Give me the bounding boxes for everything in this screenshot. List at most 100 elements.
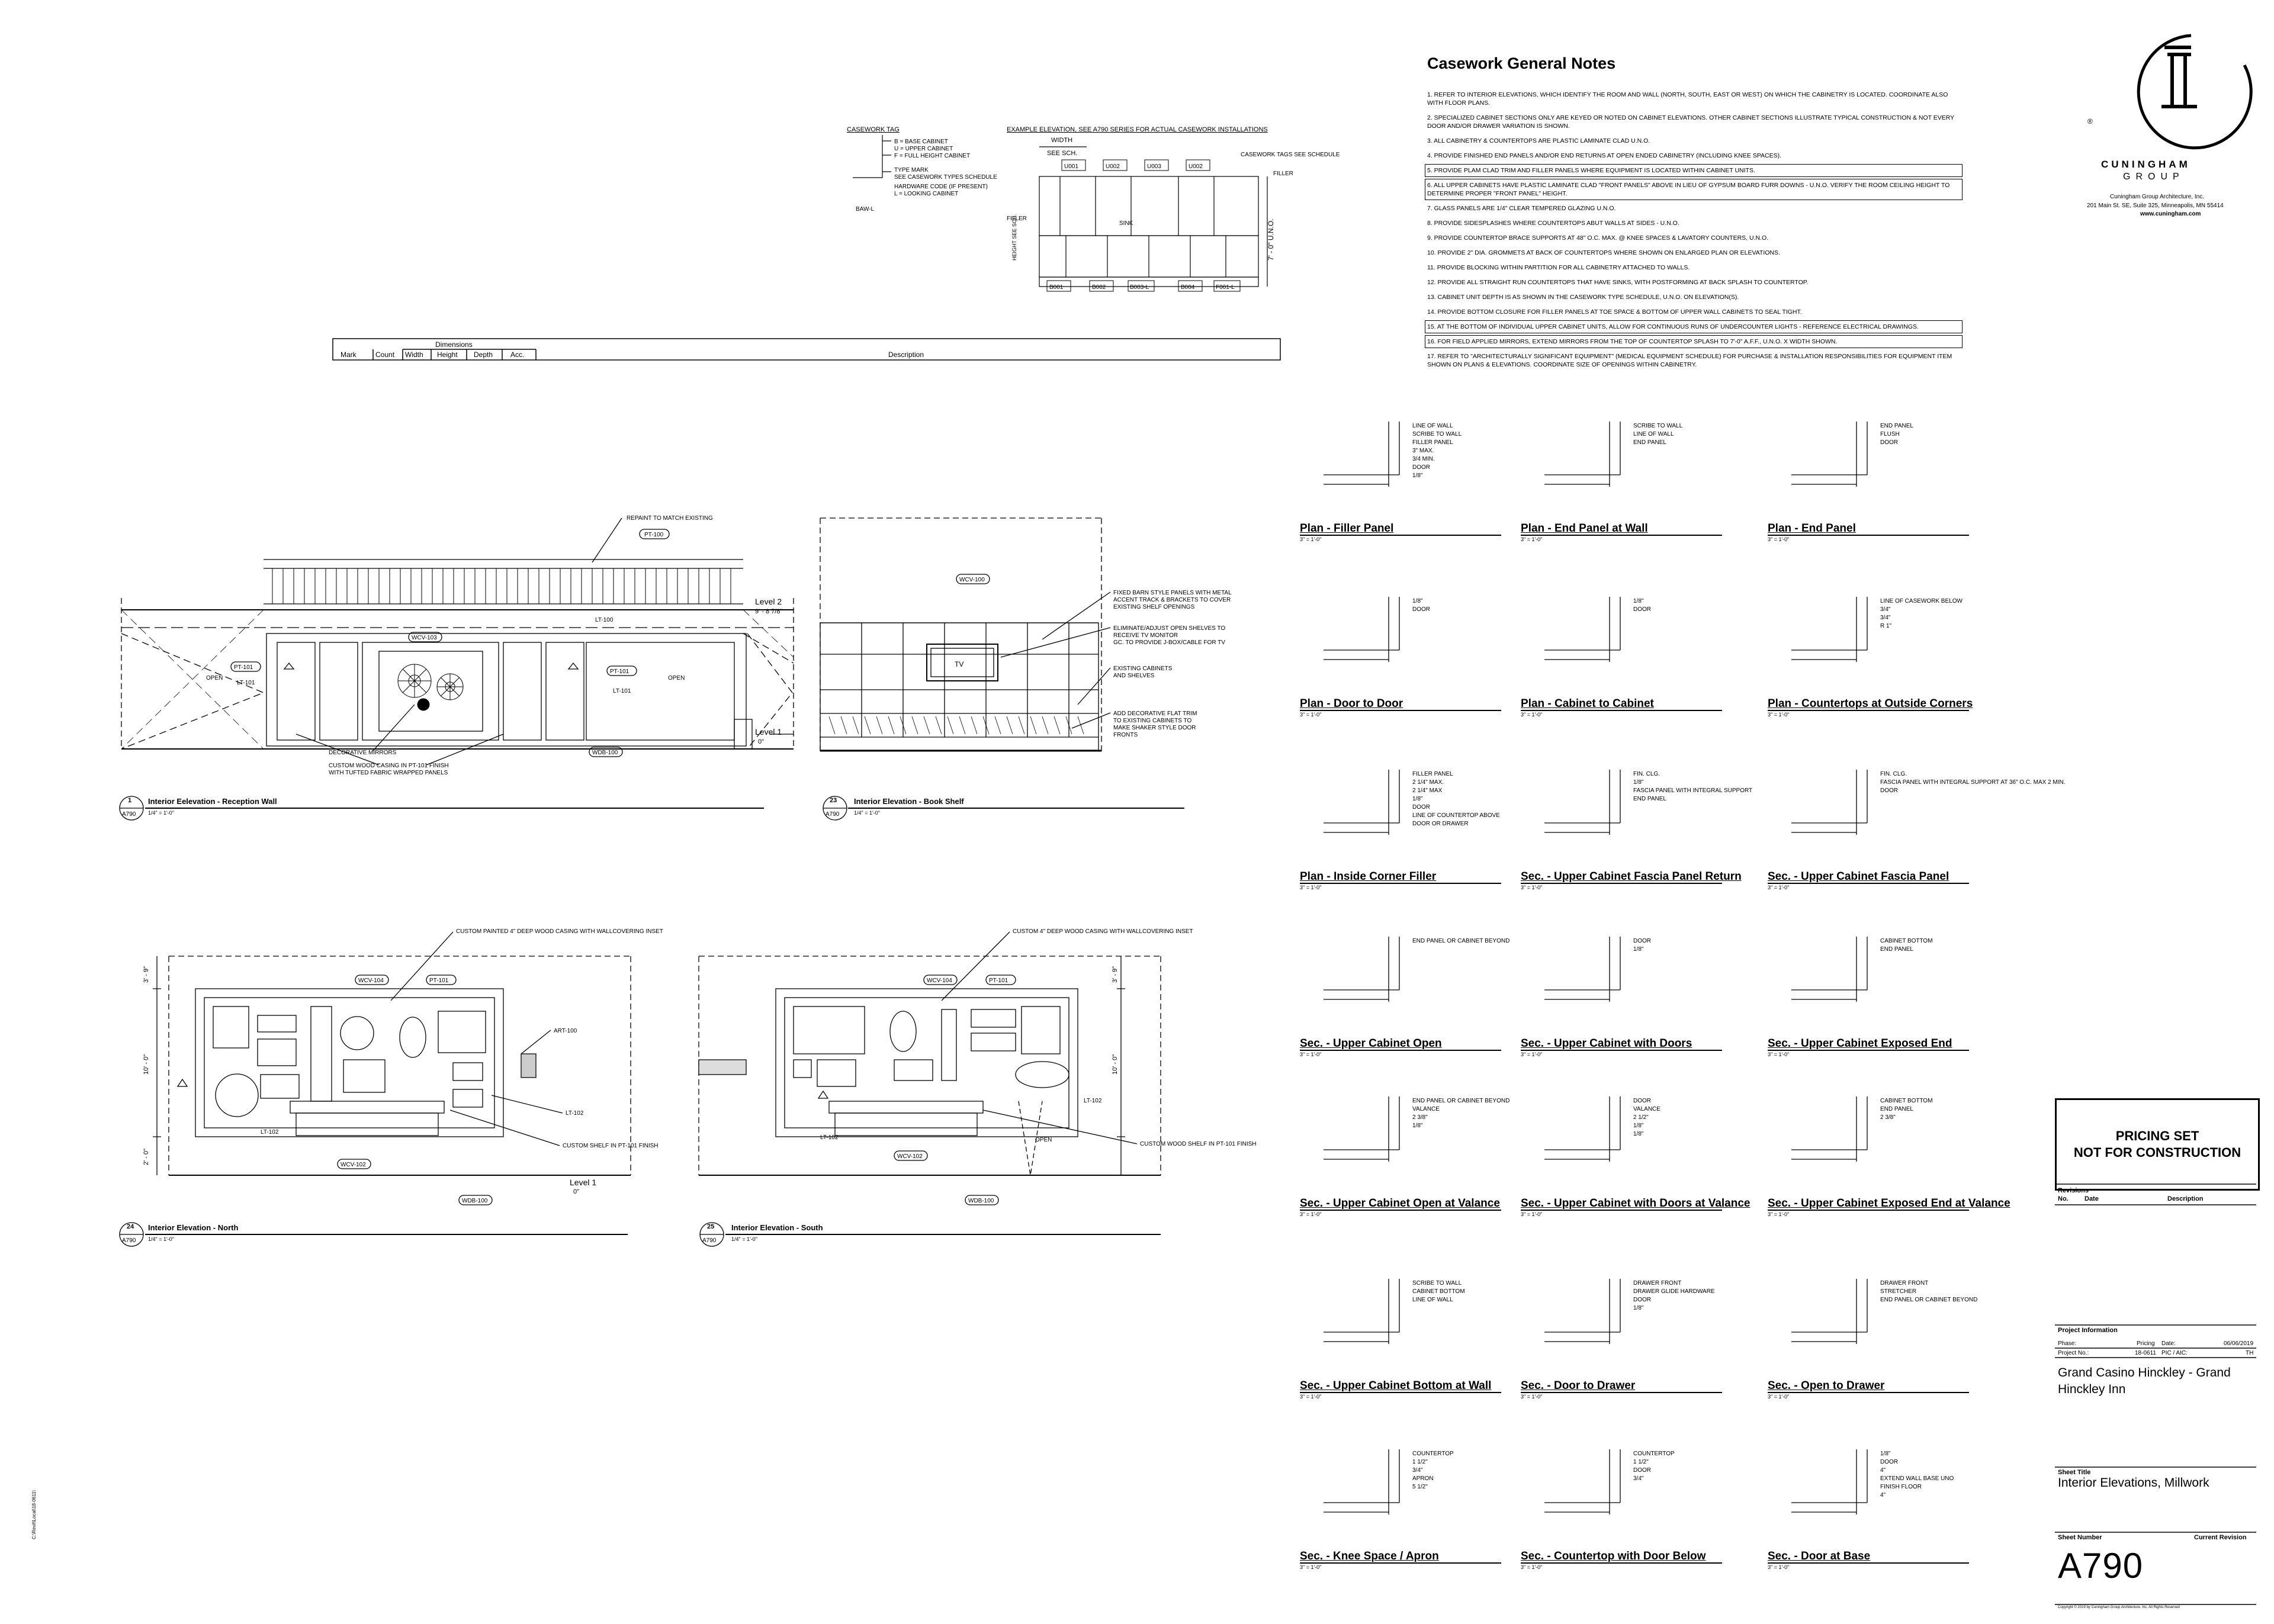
tags-note: CASEWORK TAGS SEE SCHEDULE [1241,152,1340,158]
svg-text:C:\Revit\Local\18-0611\: C:\Revit\Local\18-0611\ [31,1490,37,1539]
detail-label: R 1" [1880,623,1892,629]
custom-wood-shelf-label: CUSTOM WOOD SHELF IN PT-101 FINISH [1140,1141,1257,1147]
project-no-label: Project No.: [2058,1350,2089,1356]
see-sch-label: SEE SCH. [1047,150,1077,157]
sheet-title-label: Sheet Title [2058,1469,2091,1476]
north-note-top: CUSTOM PAINTED 4" DEEP WOOD CASING WITH … [456,928,663,935]
detail-label: STRETCHER [1880,1288,1916,1295]
elev-num: 24 [127,1223,134,1230]
north-level-value: 0" [573,1188,579,1195]
note-item: 15. AT THE BOTTOM OF INDIVIDUAL UPPER CA… [1425,320,1963,333]
detail-scale: 3" = 1'-0" [1768,1051,1790,1057]
note-item: 2. SPECIALIZED CABINET SECTIONS ONLY ARE… [1427,114,1954,130]
base-tag: B001 [1049,284,1064,291]
south-dim: 3' - 9" [1112,966,1119,983]
tag-pt-101: PT-101 [989,977,1008,984]
date-label: Date: [2161,1340,2176,1347]
railing-balusters [272,568,731,604]
pic-value: TH [2246,1350,2254,1356]
elev-sheet: A790 [702,1237,717,1244]
detail-linework [1544,770,1621,835]
detail-linework [1324,1096,1400,1162]
detail-label: END PANEL [1633,796,1666,802]
level-1-label: Level 1 [755,727,782,737]
phase-value: Pricing [2137,1340,2155,1347]
detail-title: Sec. - Open to Drawer [1768,1379,1885,1392]
schedule-header: Height [437,350,458,359]
detail-scale: 3" = 1'-0" [1768,536,1790,542]
detail-label: 3/4" [1880,606,1891,613]
open-label: OPEN [668,675,685,681]
custom-shelf-label: CUSTOM SHELF IN PT-101 FINISH [563,1143,659,1149]
detail-label: DOOR [1880,1459,1898,1465]
tag-line-2: U = UPPER CABINET [894,146,953,152]
uno-label: 7' - 0" U.N.O. [1267,218,1275,261]
height-label: HEIGHT SEE SCH. [1011,214,1017,261]
schedule-header: Acc. [510,350,524,359]
detail-title: Sec. - Upper Cabinet Open at Valance [1300,1197,1500,1210]
detail-label: DOOR [1880,787,1898,794]
north-dim: 3' - 9" [143,966,150,983]
open-label: OPEN [206,675,223,681]
detail-title: Plan - End Panel at Wall [1521,522,1648,535]
note-item: 6. ALL UPPER CABINETS HAVE PLASTIC LAMIN… [1425,179,1963,200]
base-tag: B004 [1181,284,1195,291]
detail-label: DOOR [1412,464,1430,471]
stamp-line-2: NOT FOR CONSTRUCTION [2073,1145,2241,1160]
note-item: 4. PROVIDE FINISHED END PANELS AND/OR EN… [1427,152,1782,159]
detail-linework [1324,597,1400,662]
detail-linework [1324,422,1400,487]
revisions-label: Revisions [2058,1187,2089,1194]
elev-scale: 1/4" = 1'-0" [148,810,174,816]
note-item: 7. GLASS PANELS ARE 1/4" CLEAR TEMPERED … [1427,205,1616,212]
tag-wdb-100: WDB-100 [968,1198,994,1204]
detail-scale: 3" = 1'-0" [1300,536,1322,542]
detail-title: Plan - Filler Panel [1300,522,1394,535]
detail-scale: 3" = 1'-0" [1768,712,1790,718]
detail-label: 1/8" [1412,796,1423,802]
detail-linework [1791,770,1868,835]
bookshelf-note: FRONTS [1113,732,1138,738]
detail-label: FIN. CLG. [1633,771,1660,777]
detail-label: 5 1/2" [1412,1484,1428,1490]
detail-scale: 3" = 1'-0" [1300,1394,1322,1400]
detail-linework [1544,1096,1621,1162]
elev-title-north: Interior Elevation - North [148,1223,239,1232]
detail-label: 1 1/2" [1633,1459,1649,1465]
bookshelf-note: ACCENT TRACK & BRACKETS TO COVER [1113,597,1231,603]
detail-label: 3/4" [1880,615,1891,621]
detail-label: VALANCE [1633,1106,1660,1112]
detail-label: 3/4" [1633,1475,1644,1482]
reception-note: DECORATIVE MIRRORS [329,750,397,756]
note-item: 9. PROVIDE COUNTERTOP BRACE SUPPORTS AT … [1427,234,1769,242]
tag-lt-100: LT-100 [595,617,614,623]
detail-scale: 3" = 1'-0" [1768,1211,1790,1217]
detail-title: Sec. - Knee Space / Apron [1300,1550,1439,1562]
detail-scale: 3" = 1'-0" [1300,712,1322,718]
detail-label: EXTEND WALL BASE UNO [1880,1475,1954,1482]
detail-label: CABINET BOTTOM [1412,1288,1465,1295]
detail-title: Sec. - Upper Cabinet with Doors at Valan… [1521,1197,1751,1210]
tag-line-3: F = FULL HEIGHT CABINET [894,153,970,159]
tag-line-4: TYPE MARK [894,167,929,173]
lt-102-label: LT-102 [566,1110,584,1117]
upper-tag: U003 [1147,163,1161,170]
upper-tag: U001 [1064,163,1078,170]
detail-title: Sec. - Door to Drawer [1521,1379,1636,1392]
detail-label: LINE OF WALL [1633,431,1674,438]
detail-scale: 3" = 1'-0" [1521,1394,1543,1400]
detail-linework [1791,597,1868,662]
tag-lt-101: LT-101 [237,680,255,686]
detail-scale: 3" = 1'-0" [1768,1564,1790,1570]
detail-label: FILLER PANEL [1412,439,1453,446]
casework-schedule: Dimensions Mark Count Width Height Depth… [332,338,1281,361]
tag-lt-101: LT-101 [613,688,631,694]
detail-label: END PANEL OR CABINET BEYOND [1880,1297,1977,1303]
detail-label: 1/8" [1633,946,1644,953]
detail-title: Plan - End Panel [1768,522,1856,535]
detail-title: Sec. - Upper Cabinet Exposed End at Vala… [1768,1197,2010,1210]
note-item: 11. PROVIDE BLOCKING WITHIN PARTITION FO… [1427,264,1690,271]
detail-label: 1/8" [1633,1131,1644,1137]
detail-label: DRAWER FRONT [1633,1280,1681,1287]
